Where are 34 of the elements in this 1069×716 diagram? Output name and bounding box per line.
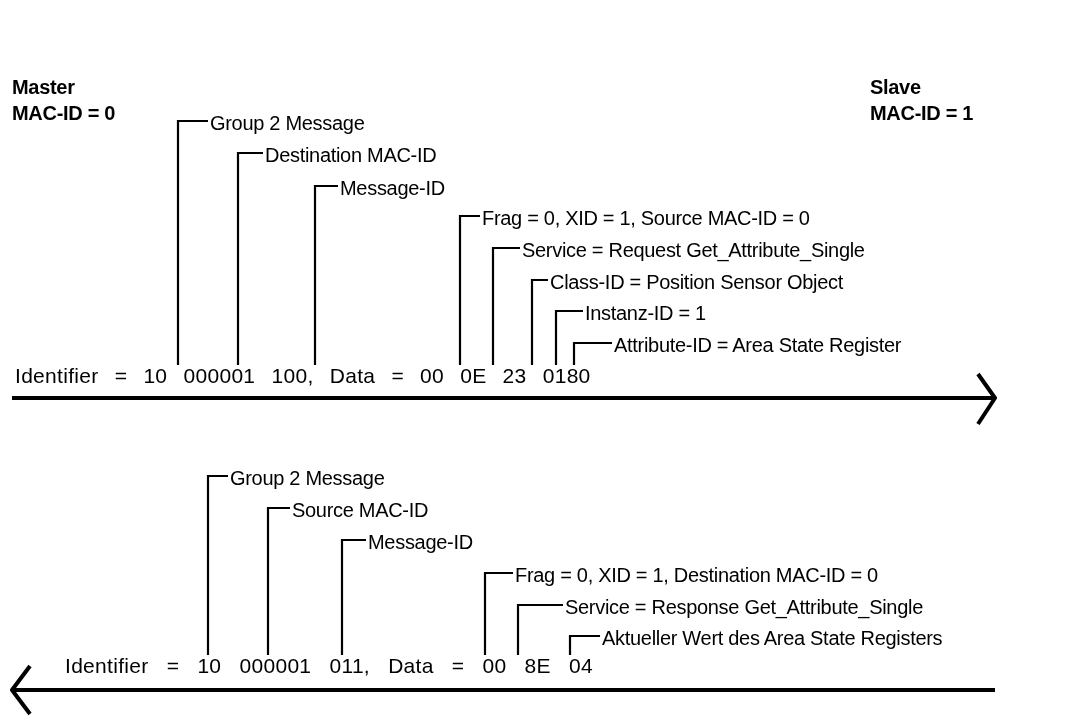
- leader-line: [313, 184, 338, 365]
- annotation-text: Instanz-ID = 1: [585, 301, 706, 325]
- leader-line: [266, 506, 290, 655]
- leader-line: [530, 278, 548, 365]
- annotation-text: Group 2 Message: [210, 111, 365, 135]
- annotation-text: Frag = 0, XID = 1, Source MAC-ID = 0: [482, 206, 810, 230]
- leader-line: [458, 214, 480, 365]
- leader-line: [572, 341, 612, 365]
- annotation-text: Message-ID: [340, 176, 445, 200]
- mac-id-label: MAC-ID = 0: [12, 101, 116, 125]
- annotation-text: Destination MAC-ID: [265, 143, 437, 167]
- annotation-text: Attribute-ID = Area State Register: [614, 333, 902, 357]
- mac-id-label: MAC-ID = 1: [870, 101, 974, 125]
- role-label: Master: [12, 75, 75, 99]
- leader-line: [554, 309, 583, 365]
- annotation-text: Frag = 0, XID = 1, Destination MAC-ID = 0: [515, 563, 878, 587]
- leader-line: [568, 634, 600, 655]
- annotation-text: Group 2 Message: [230, 466, 385, 490]
- annotation-text: Class-ID = Position Sensor Object: [550, 270, 843, 294]
- message-text: Identifier = 10 000001 100, Data = 00 0E 23 0180: [15, 364, 591, 388]
- leader-line: [206, 474, 228, 655]
- annotation-text: Source MAC-ID: [292, 498, 429, 522]
- annotation-text: Aktueller Wert des Area State Registers: [602, 626, 943, 650]
- leader-line: [483, 571, 513, 655]
- leader-line: [340, 538, 366, 655]
- leader-line: [491, 246, 520, 365]
- annotation-text: Message-ID: [368, 530, 473, 554]
- leader-line: [236, 151, 263, 365]
- annotation-text: Service = Request Get_Attribute_Single: [522, 238, 865, 262]
- role-label: Slave: [870, 75, 921, 99]
- leader-line: [176, 119, 208, 365]
- annotation-text: Service = Response Get_Attribute_Single: [565, 595, 923, 619]
- message-text: Identifier = 10 000001 011, Data = 00 8E 04: [65, 654, 593, 678]
- leader-line: [516, 603, 563, 655]
